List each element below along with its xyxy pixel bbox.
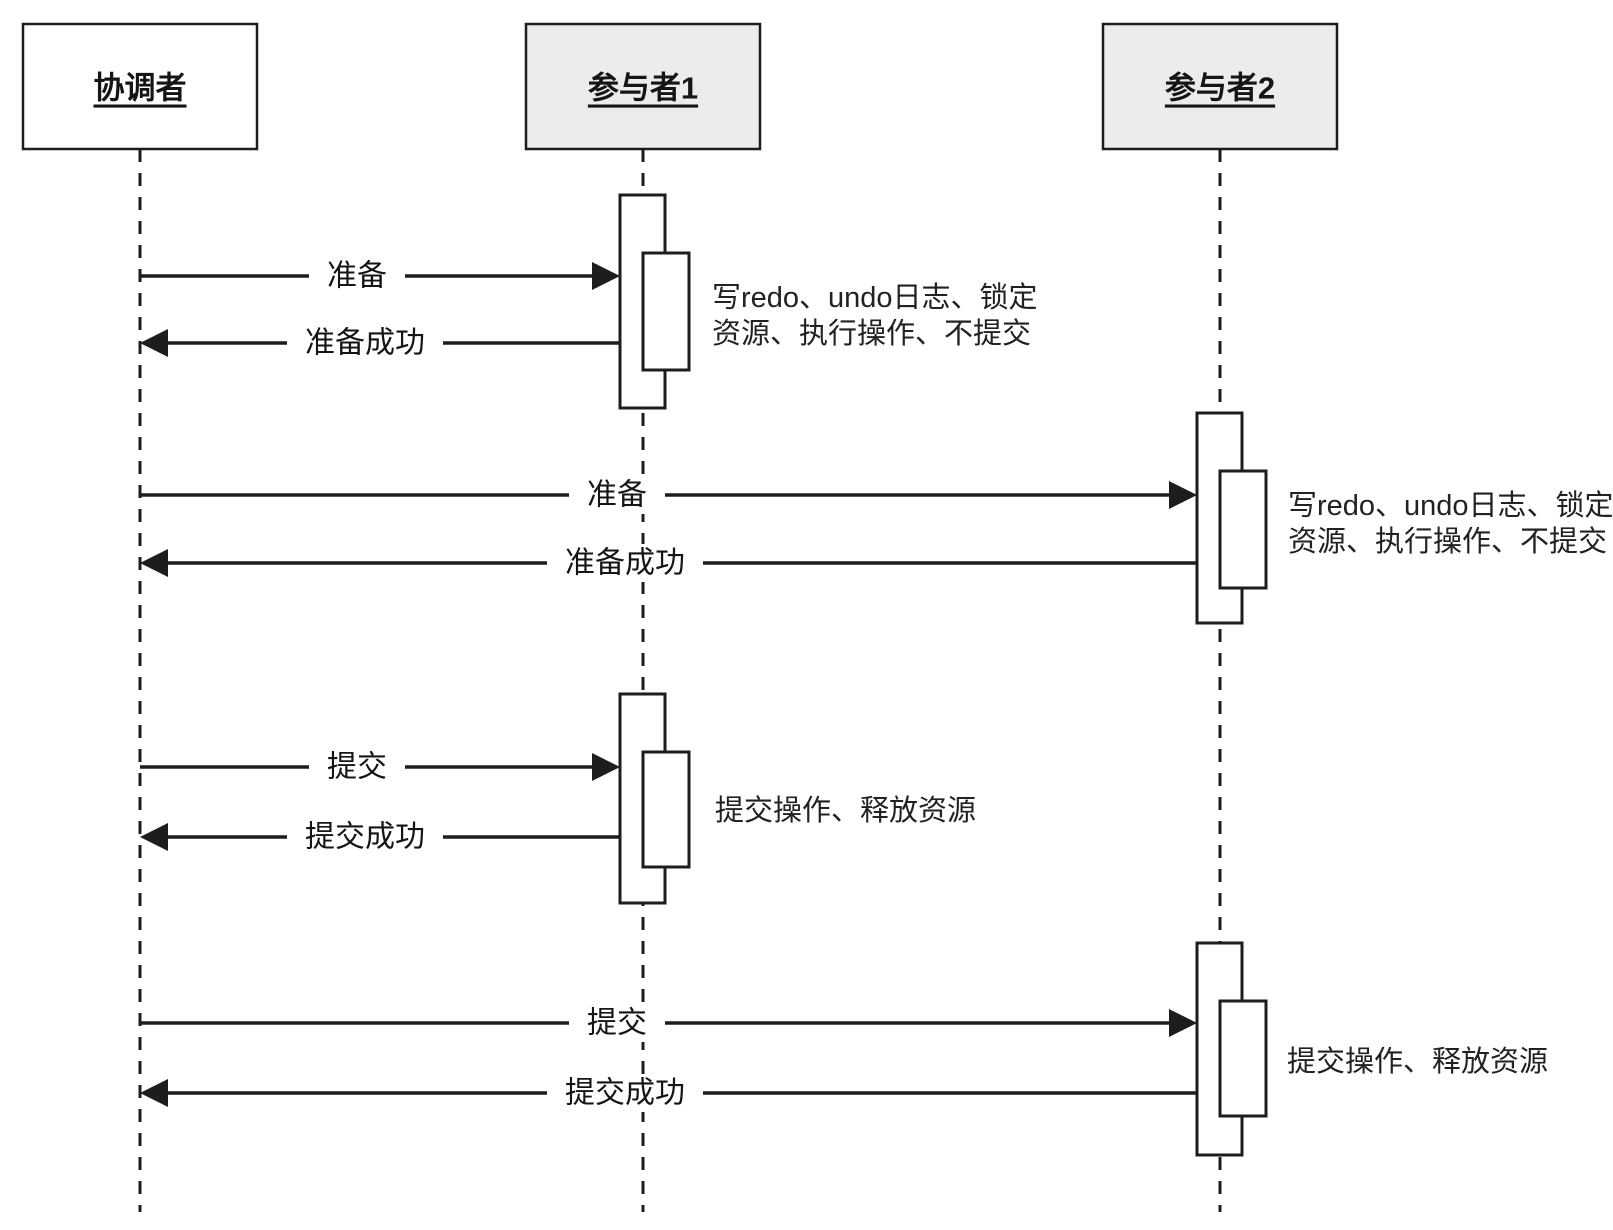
message-prepare-ok-from-participant2: 准备成功 — [140, 544, 1197, 582]
note-line: 资源、执行操作、不提交 — [712, 317, 1031, 350]
activation-inner — [1218, 469, 1268, 590]
message-label: 提交成功 — [565, 1077, 685, 1110]
message-label: 准备 — [587, 479, 647, 512]
message-label: 提交 — [587, 1007, 647, 1040]
message-label-bg — [287, 818, 443, 856]
actor-label-coordinator: 协调者 — [94, 71, 187, 106]
message-label-bg — [569, 476, 665, 514]
actor-participant2: 参与者2 — [1101, 22, 1339, 151]
activation-inner — [1218, 999, 1268, 1118]
actor-box-participant2 — [1101, 22, 1339, 151]
message-label: 提交成功 — [305, 821, 425, 854]
arrowhead-right-icon — [592, 262, 620, 290]
actor-label-participant2: 参与者2 — [1165, 71, 1275, 106]
message-prepare-to-participant2: 准备 — [140, 476, 1197, 514]
message-label: 提交 — [327, 751, 387, 784]
arrowhead-right-icon — [592, 753, 620, 781]
actor-box-participant1 — [524, 22, 762, 151]
message-label-bg — [287, 324, 443, 362]
message-label-bg — [569, 1004, 665, 1042]
note-line: 写redo、undo日志、锁定 — [1288, 489, 1613, 522]
arrowhead-left-icon — [140, 549, 168, 577]
activation-participant2-commit — [1195, 941, 1268, 1157]
note-participant2-commit: 提交操作、释放资源 — [1287, 1045, 1548, 1078]
actor-coordinator: 协调者 — [21, 22, 259, 151]
message-label: 准备成功 — [305, 327, 425, 360]
activation-participant2-prepare — [1195, 411, 1268, 625]
message-commit-to-participant1: 提交 — [140, 748, 620, 786]
activation-participant1-prepare — [618, 193, 691, 410]
message-commit-ok-from-participant1: 提交成功 — [140, 818, 620, 856]
message-commit-ok-from-participant2: 提交成功 — [140, 1074, 1197, 1112]
actor-label-participant1: 参与者1 — [588, 71, 698, 106]
activation-participant1-commit — [618, 692, 691, 905]
note-participant1-commit: 提交操作、释放资源 — [715, 794, 976, 827]
message-label: 准备 — [327, 260, 387, 293]
message-prepare-to-participant1: 准备 — [140, 257, 620, 295]
note-line: 提交操作、释放资源 — [1287, 1045, 1548, 1078]
note-participant1-prepare: 写redo、undo日志、锁定 资源、执行操作、不提交 — [712, 281, 1038, 350]
message-label-bg — [309, 257, 405, 295]
note-line: 资源、执行操作、不提交 — [1288, 525, 1607, 558]
message-label-bg — [547, 544, 703, 582]
message-prepare-ok-from-participant1: 准备成功 — [140, 324, 620, 362]
message-label: 准备成功 — [565, 547, 685, 580]
message-label-bg — [547, 1074, 703, 1112]
activation-inner — [641, 750, 691, 869]
note-participant2-prepare: 写redo、undo日志、锁定 资源、执行操作、不提交 — [1288, 489, 1613, 558]
arrowhead-left-icon — [140, 329, 168, 357]
note-line: 写redo、undo日志、锁定 — [712, 281, 1038, 314]
arrowhead-right-icon — [1169, 481, 1197, 509]
message-commit-to-participant2: 提交 — [140, 1004, 1197, 1042]
actor-box-coordinator — [21, 22, 259, 151]
arrowhead-right-icon — [1169, 1009, 1197, 1037]
arrowhead-left-icon — [140, 1079, 168, 1107]
arrowhead-left-icon — [140, 823, 168, 851]
message-label-bg — [309, 748, 405, 786]
actor-participant1: 参与者1 — [524, 22, 762, 151]
activation-inner — [641, 251, 691, 372]
note-line: 提交操作、释放资源 — [715, 794, 976, 827]
